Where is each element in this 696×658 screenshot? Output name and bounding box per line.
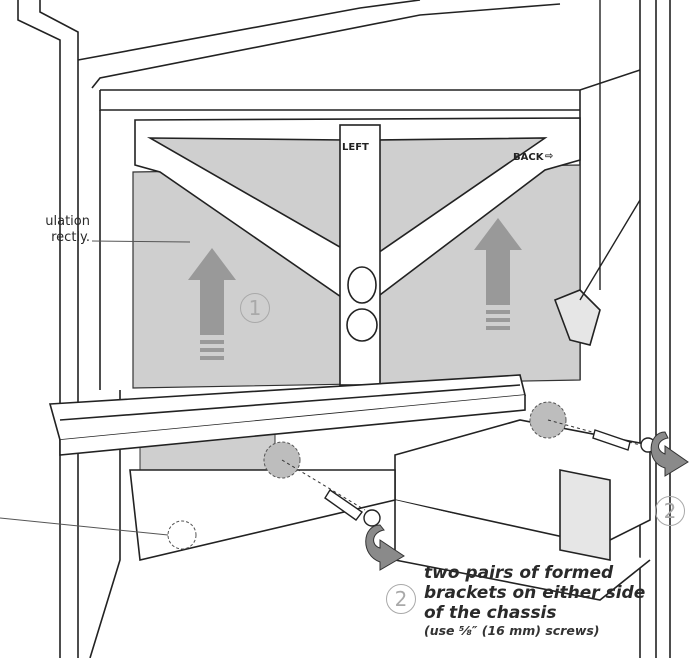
- insulation-note-line2: rectly.: [51, 230, 90, 245]
- screw-icon: [324, 429, 656, 527]
- insulation-note-line1: ulation: [45, 214, 90, 229]
- step-marker-caption: 2: [386, 584, 416, 614]
- step-marker-insulation: 1: [240, 293, 270, 323]
- leader-lines: [0, 240, 191, 536]
- rotate-arrow-icon: [365, 431, 689, 571]
- step-marker-bracket: 2: [655, 496, 685, 526]
- slide-rail: [48, 374, 527, 456]
- insulation-note: ulation rectly.: [0, 214, 90, 246]
- bracket-caption: two pairs of formed brackets on either s…: [424, 563, 645, 638]
- left-label: LEFT: [342, 142, 369, 153]
- caption-line4: (use ⅝″ (16 mm) screws): [424, 623, 600, 638]
- caption-line3: of the chassis: [424, 603, 557, 623]
- bracket-frame: [134, 117, 581, 386]
- back-label: BACK: [513, 152, 544, 163]
- caption-line2: brackets on either side: [424, 583, 646, 603]
- caption-line1: two pairs of formed: [424, 563, 614, 583]
- tub-base: [129, 289, 651, 601]
- up-arrow-right-icon: [474, 218, 522, 330]
- back-arrow-icon: ⇨: [545, 151, 554, 162]
- up-arrow-left-icon: [188, 248, 236, 360]
- side-strut: [579, 0, 641, 301]
